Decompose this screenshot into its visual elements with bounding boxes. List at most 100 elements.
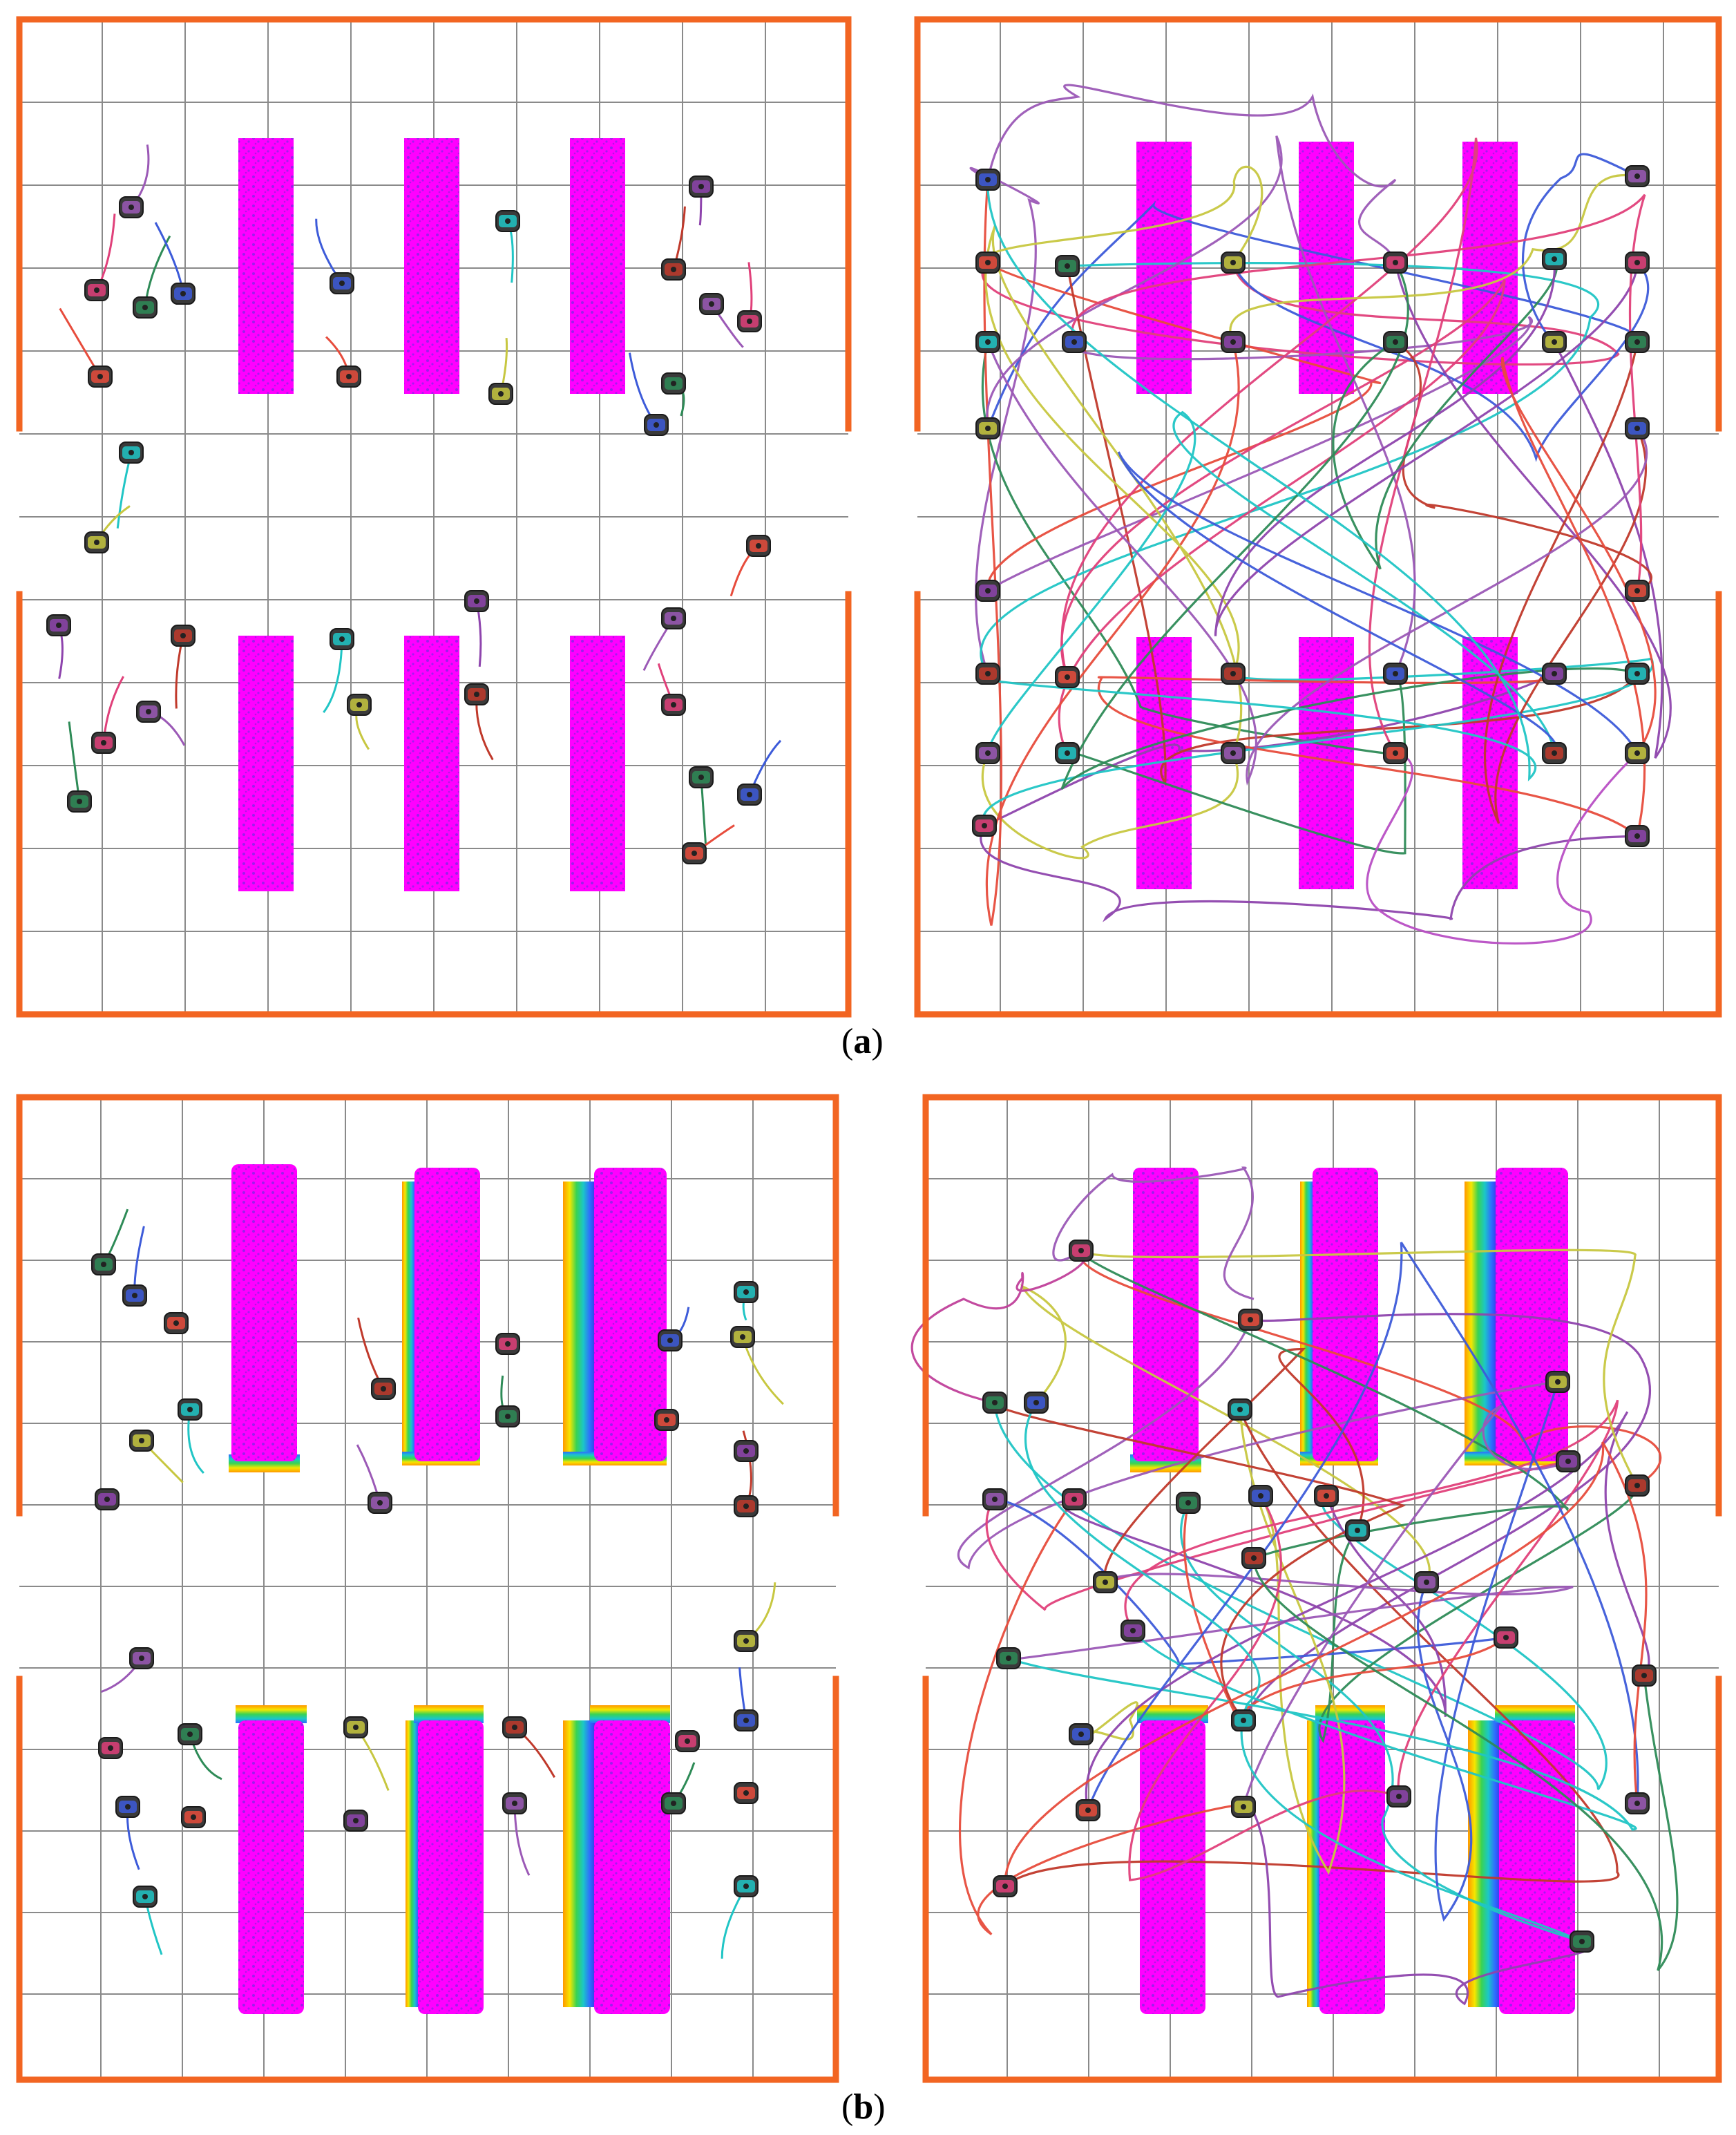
wheeled-robot-icon <box>1625 331 1650 353</box>
wheeled-robot-icon <box>661 607 686 629</box>
storage-shelf-icon <box>570 636 625 891</box>
robot-sensor <box>512 1725 517 1730</box>
wheeled-robot-icon <box>1556 1450 1581 1472</box>
wheeled-robot-icon <box>1625 252 1650 274</box>
trajectory-path <box>987 316 1533 592</box>
robot-sensor <box>474 692 479 697</box>
storage-shelf-icon <box>563 1705 670 2014</box>
wheeled-robot-icon <box>699 293 724 315</box>
robot-sensor <box>685 1738 690 1744</box>
storage-shelf-icon <box>404 138 459 394</box>
wheeled-robot-icon <box>993 1875 1018 1897</box>
robot-sensor <box>747 792 752 797</box>
shelf-body <box>414 1168 480 1461</box>
wheeled-robot-icon <box>1062 331 1087 353</box>
wheeled-robot-icon <box>464 683 489 705</box>
trajectory-path <box>1060 137 1478 754</box>
trajectory-path <box>1417 1381 1559 1922</box>
trajectory-path <box>1103 1347 1365 1583</box>
robot-sensor <box>1033 1400 1039 1405</box>
trajectory-path <box>1085 1411 1650 1811</box>
robot-sensor <box>1230 339 1236 345</box>
wheeled-robot-icon <box>1120 1620 1145 1642</box>
wheeled-robot-icon <box>84 279 109 301</box>
caption-a-close: ) <box>871 1022 884 1061</box>
robot-sensor <box>671 702 676 708</box>
wheeled-robot-icon <box>330 272 354 294</box>
trajectory-path <box>1066 265 1639 787</box>
robot-sensor <box>94 540 99 545</box>
wheeled-robot-icon <box>1494 1626 1518 1649</box>
wheeled-robot-icon <box>122 1284 147 1307</box>
wheeled-robot-icon <box>336 366 361 388</box>
wheeled-robot-icon <box>1625 165 1650 187</box>
storage-shelf-icon <box>402 1168 480 1465</box>
caption-b: (b) <box>841 2089 886 2125</box>
robot-sensor <box>1579 1939 1585 1944</box>
robot-sensor <box>128 450 134 455</box>
trajectory-path <box>1078 1250 1661 1487</box>
robot-sensor <box>1393 750 1398 756</box>
robot-sensor <box>353 1725 359 1730</box>
wheeled-robot-icon <box>343 1716 368 1738</box>
wheeled-robot-icon <box>661 258 686 281</box>
robot-sensor <box>1130 1628 1136 1633</box>
wheeled-robot-icon <box>1238 1309 1263 1331</box>
wheeled-robot-icon <box>975 742 1000 764</box>
robot-sensor <box>1241 1718 1246 1723</box>
wheeled-robot-icon <box>171 625 195 647</box>
robot-sensor <box>187 1407 193 1412</box>
wheeled-robot-icon <box>164 1312 189 1334</box>
trajectory-path <box>1128 1495 1400 1881</box>
trajectory-path <box>1229 173 1638 343</box>
wheeled-robot-icon <box>972 815 997 837</box>
robot-sensor <box>1393 260 1398 265</box>
robot-sensor <box>1251 1555 1257 1561</box>
wheeled-robot-icon <box>675 1730 700 1752</box>
wheeled-robot-icon <box>502 1792 527 1814</box>
caption-a-letter: a <box>853 1022 872 1061</box>
trajectory-path <box>1060 672 1406 855</box>
wheeled-robot-icon <box>98 1737 123 1759</box>
trajectory-path <box>1071 193 1646 591</box>
wheeled-robot-icon <box>129 1430 154 1452</box>
shelf-body <box>418 1720 484 2014</box>
robot-sensor <box>1555 1379 1561 1385</box>
robot-sensor <box>180 633 186 638</box>
caption-b-letter: b <box>853 2087 874 2127</box>
robot-sensor <box>498 391 504 397</box>
robot-sensor <box>1634 1801 1640 1806</box>
shelf-body <box>238 138 294 394</box>
wheeled-robot-icon <box>88 366 113 388</box>
trajectory-path <box>980 825 1638 922</box>
robot-sensor <box>1078 1248 1084 1253</box>
robot-sensor <box>985 177 991 182</box>
wheeled-robot-icon <box>734 1782 759 1804</box>
inflation-band <box>414 1705 484 1723</box>
robot-sensor <box>1078 1731 1084 1737</box>
wheeled-robot-icon <box>689 175 714 198</box>
trajectory-path <box>1242 1313 1652 1721</box>
robot-sensor <box>346 374 352 379</box>
walls-layer <box>16 16 1722 2083</box>
robot-sensor <box>740 1334 745 1340</box>
storage-shelf-icon <box>1136 142 1192 394</box>
trajectory-path <box>1080 1249 1639 1486</box>
robot-sensor <box>1241 1804 1246 1810</box>
wheeled-robot-icon <box>1625 1474 1650 1497</box>
robot-sensor <box>1634 671 1640 676</box>
trajectory-path <box>1117 451 1639 755</box>
robot-sensor <box>1552 750 1557 756</box>
robot-sensor <box>654 422 659 428</box>
robot-sensor <box>381 1386 386 1392</box>
robot-sensor <box>698 184 704 189</box>
storage-shelf-icon <box>1468 1705 1575 2014</box>
storage-shelf-icon <box>236 1705 307 2014</box>
robot-sensor <box>743 1883 749 1889</box>
wheeled-robot-icon <box>119 196 144 218</box>
robot-sensor <box>1634 1483 1640 1488</box>
robot-sensor <box>132 1293 137 1298</box>
inflation-band <box>406 1720 421 2007</box>
robot-sensor <box>671 616 676 621</box>
